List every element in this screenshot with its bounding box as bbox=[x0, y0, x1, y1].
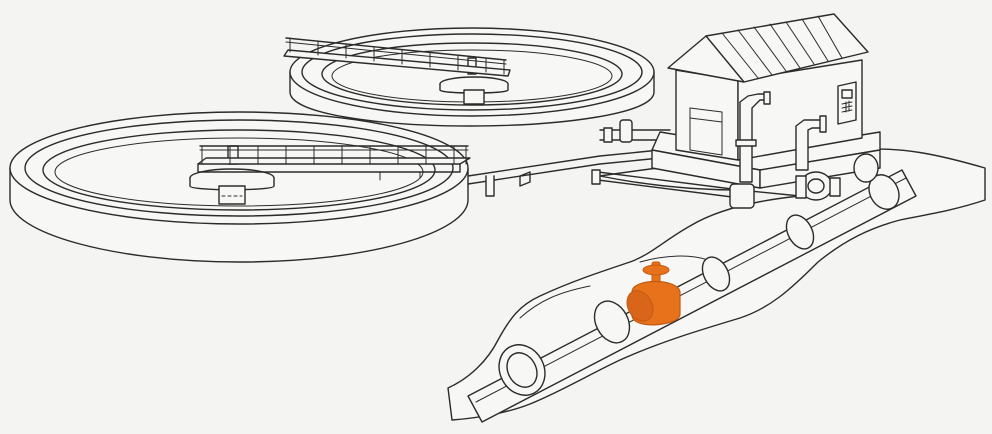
clarifier-tank-small bbox=[289, 27, 655, 127]
control-panel-icon bbox=[837, 81, 857, 125]
center-well-icon bbox=[189, 145, 275, 205]
pump-icon bbox=[795, 171, 841, 201]
walkway-bridge-icon bbox=[283, 37, 511, 77]
pump-house-icon bbox=[651, 13, 881, 209]
pipe-icon bbox=[467, 119, 741, 199]
clarifier-tank-large bbox=[9, 111, 469, 263]
valve-icon bbox=[626, 261, 681, 326]
center-well-icon bbox=[439, 57, 509, 105]
walkway-bridge-icon bbox=[197, 145, 471, 181]
pipe-coupling bbox=[498, 153, 900, 396]
